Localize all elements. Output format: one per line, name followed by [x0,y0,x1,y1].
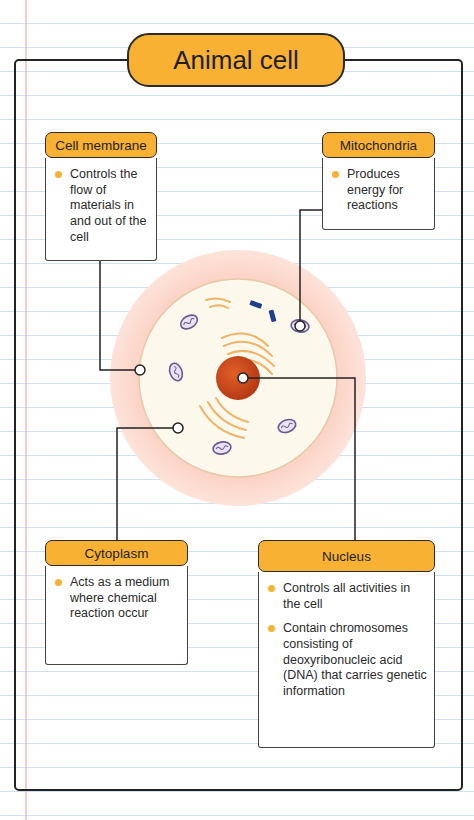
callout-body: Controls all activities in the cellConta… [258,572,435,748]
leader-line [243,378,355,540]
mitochondrion [290,319,310,334]
title-text: Animal cell [173,45,299,76]
bullet-dot [55,171,62,178]
body-text: Produces energy for reactions [347,167,403,212]
bullet-item: Produces energy for reactions [347,167,428,214]
title-pill: Animal cell [127,33,345,87]
callout-heading: Nucleus [258,540,435,572]
callout-heading: Cytoplasm [45,540,188,566]
body-text: Contain chromosomes consisting of deoxyr… [283,621,427,698]
frame [15,60,462,790]
leader-line [117,428,178,540]
bullet-item: Contain chromosomes consisting of deoxyr… [283,621,428,699]
heading-text: Nucleus [322,549,371,564]
callout-box: NucleusControls all activities in the ce… [258,540,435,748]
mitochondrion-group [167,312,310,455]
bullet-dot [268,585,275,592]
heading-text: Cell membrane [55,138,147,153]
bullet-item: Controls the flow of materials in and ou… [70,167,150,245]
body-text: Acts as a medium where chemical reaction… [70,575,169,620]
mitochondrion [178,312,200,331]
callout-heading: Mitochondria [322,132,435,158]
golgi-body [200,298,274,438]
leader-dot [238,373,248,383]
callout-body: Produces energy for reactions [322,158,435,230]
callout-body: Acts as a medium where chemical reaction… [45,566,188,665]
leader-dot [135,365,145,375]
leader-ends [135,321,305,433]
bullet-item: Controls all activities in the cell [283,581,428,612]
body-text: Controls the flow of materials in and ou… [70,167,146,244]
heading-text: Cytoplasm [85,546,149,561]
margin-line [25,0,27,820]
callout-box: Cell membraneControls the flow of materi… [45,132,157,261]
callout-body: Controls the flow of materials in and ou… [45,158,157,261]
callout-box: MitochondriaProduces energy for reaction… [322,132,435,230]
centriole [249,300,276,322]
leader-dot [295,321,305,331]
body-text: Controls all activities in the cell [283,581,410,611]
callout-box: CytoplasmActs as a medium where chemical… [45,540,188,665]
bullet-item: Acts as a medium where chemical reaction… [70,575,181,622]
callout-heading: Cell membrane [45,132,157,158]
bullet-dot [55,579,62,586]
leader-line [300,210,322,321]
mitochondrion [276,417,297,434]
bullet-dot [332,171,339,178]
leader-line [100,252,140,370]
heading-text: Mitochondria [340,138,417,153]
bullet-dot [268,625,275,632]
mitochondrion [212,441,232,456]
mitochondrion [167,361,184,382]
leader-dot [173,423,183,433]
